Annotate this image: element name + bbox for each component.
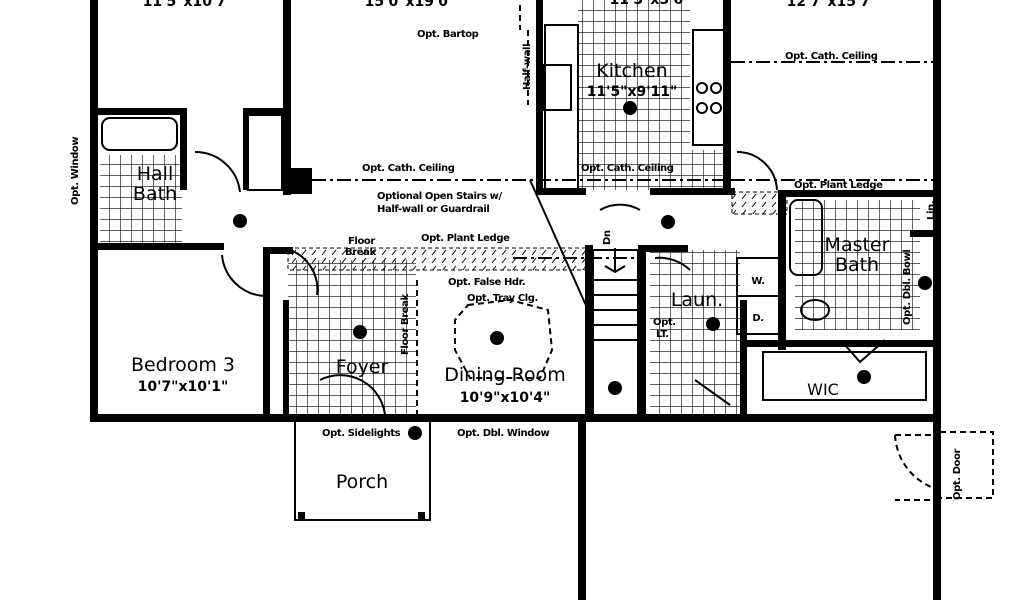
dbl-bowl-note: Opt. Dbl. Bowl <box>902 250 913 325</box>
door-swing <box>194 150 886 416</box>
floor-break-note: Floor <box>348 236 375 247</box>
plan-notes: Opt. Bartop Half-wall Opt. Cath. Ceiling… <box>70 29 963 500</box>
hall-bath-label-2: Bath <box>133 183 177 205</box>
opt-light-note-2: LT. <box>656 329 669 340</box>
linen-note: Lin. <box>926 201 937 220</box>
plant-ledge-foyer-note: Opt. Plant Ledge <box>421 233 510 244</box>
opt-door-swing <box>894 431 994 501</box>
bedroom3-label: Bedroom 3 <box>131 354 235 376</box>
tile-floors <box>100 0 920 415</box>
opt-door-note: Opt. Door <box>952 448 963 500</box>
light-fixtures <box>233 101 932 519</box>
hall-bathtub <box>101 117 178 151</box>
foyer-label: Foyer <box>336 356 389 378</box>
master-tub <box>789 199 823 276</box>
burner <box>696 82 708 94</box>
wic-label: WIC <box>807 380 839 399</box>
cath-ceiling-great-note: Opt. Cath. Ceiling <box>362 163 455 174</box>
false-header-note: Opt. False Hdr. <box>448 277 525 288</box>
dryer-label: D. <box>752 313 763 324</box>
half-wall-note: Half-wall <box>522 44 533 90</box>
window-note: Opt. Window <box>70 137 81 205</box>
dbl-window-note: Opt. Dbl. Window <box>457 428 549 439</box>
dining-room-label: Dining Room <box>444 364 565 386</box>
tray-ceiling <box>454 298 554 379</box>
master-toilet <box>800 299 830 321</box>
wic-shelf <box>762 351 927 401</box>
sidelights-note: Opt. Sidelights <box>322 428 401 439</box>
kitchen-counter <box>544 24 579 191</box>
master-bath-label: Master <box>825 234 890 256</box>
opt-light-note: Opt. <box>653 317 676 328</box>
cath-ceiling-kitchen-note: Opt. Cath. Ceiling <box>581 163 674 174</box>
master-bedroom-dim: 12'7"x15'7" <box>787 0 878 10</box>
kitchen-sink <box>542 64 572 111</box>
floor-break-vertical-note: Floor Break <box>400 294 411 355</box>
cath-ceiling-master-note: Opt. Cath. Ceiling <box>785 51 878 62</box>
kitchen-dim: 11'5"x9'11" <box>587 84 678 100</box>
bedroom3-dim: 10'7"x10'1" <box>138 379 229 395</box>
bartop-note: Opt. Bartop <box>417 29 479 40</box>
kitchen-range <box>692 29 726 146</box>
laundry-label: Laun. <box>671 289 723 311</box>
floor-break-note-2: Break <box>345 247 376 258</box>
open-stairs-note: Optional Open Stairs w/ <box>377 191 503 202</box>
porch-label: Porch <box>336 471 388 493</box>
kitchen-label: Kitchen <box>596 60 667 82</box>
tray-ceiling-note: Opt. Tray Clg. <box>467 293 538 304</box>
walls <box>90 0 941 600</box>
top-left-room-dim: 11'5"x10'7" <box>143 0 234 10</box>
porch-outline <box>294 419 431 521</box>
great-room-dim: 15'0"x19'0" <box>365 0 456 10</box>
hall-bath-label: Hall <box>137 163 174 185</box>
room-labels: 11'5"x10'7" 15'0"x19'0" 11'5"x5'6" 12'7"… <box>131 0 890 493</box>
dryer <box>736 295 781 335</box>
master-bath-label-2: Bath <box>835 254 879 276</box>
plant-ledge-master-note: Opt. Plant Ledge <box>794 180 883 191</box>
stairs-down-note: Dn <box>602 230 613 245</box>
nook-dim: 11'5"x5'6" <box>610 0 691 8</box>
dining-room-dim: 10'9"x10'4" <box>460 390 551 406</box>
stair-arrow <box>604 248 626 274</box>
open-stairs-note-2: Half-wall or Guardrail <box>377 204 489 215</box>
washer-label: W. <box>751 276 764 287</box>
closet-shelves <box>247 114 283 191</box>
